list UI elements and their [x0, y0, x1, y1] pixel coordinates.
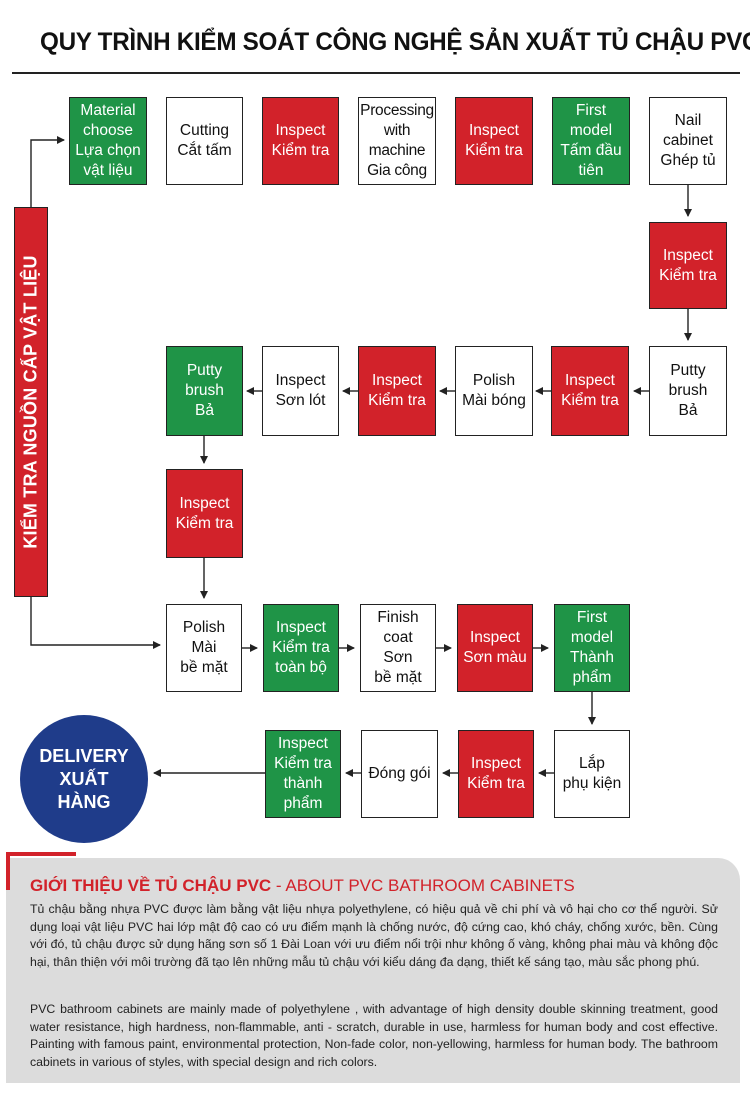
info-title: GIỚI THIỆU VỀ TỦ CHẬU PVC - ABOUT PVC BA… — [30, 876, 575, 896]
title-divider — [12, 72, 740, 74]
info-paragraph-vi: Tủ chậu bằng nhựa PVC được làm bằng vật … — [30, 902, 718, 969]
info-title-en: ABOUT PVC BATHROOM CABINETS — [285, 876, 575, 895]
arrow-side-to-polish — [30, 597, 161, 649]
info-accent-left — [6, 852, 10, 890]
delivery-label-vi-1: XUẤT — [59, 768, 109, 789]
page-title: QUY TRÌNH KIỂM SOÁT CÔNG NGHỆ SẢN XUẤT T… — [40, 28, 750, 56]
delivery-label-vi-2: HÀNG — [57, 791, 111, 812]
flow-arrows — [30, 136, 692, 777]
info-accent-top — [6, 852, 76, 856]
side-label: KIỂM TRA NGUỒN CẤP VẬT LIỆU — [20, 255, 41, 549]
step-packaging: Đóng gói — [361, 730, 438, 818]
info-paragraph-en: PVC bathroom cabinets are mainly made of… — [30, 1002, 718, 1069]
info-title-separator: - — [271, 876, 286, 895]
delivery-label-en: DELIVERY — [39, 745, 129, 766]
info-title-vi: GIỚI THIỆU VỀ TỦ CHẬU PVC — [30, 876, 272, 895]
delivery-circle: DELIVERY XUẤT HÀNG — [20, 715, 148, 843]
material-source-check-bar: KIỂM TRA NGUỒN CẤP VẬT LIỆU — [14, 207, 48, 597]
arrow-side-to-material — [30, 136, 65, 207]
info-panel — [6, 858, 740, 1083]
